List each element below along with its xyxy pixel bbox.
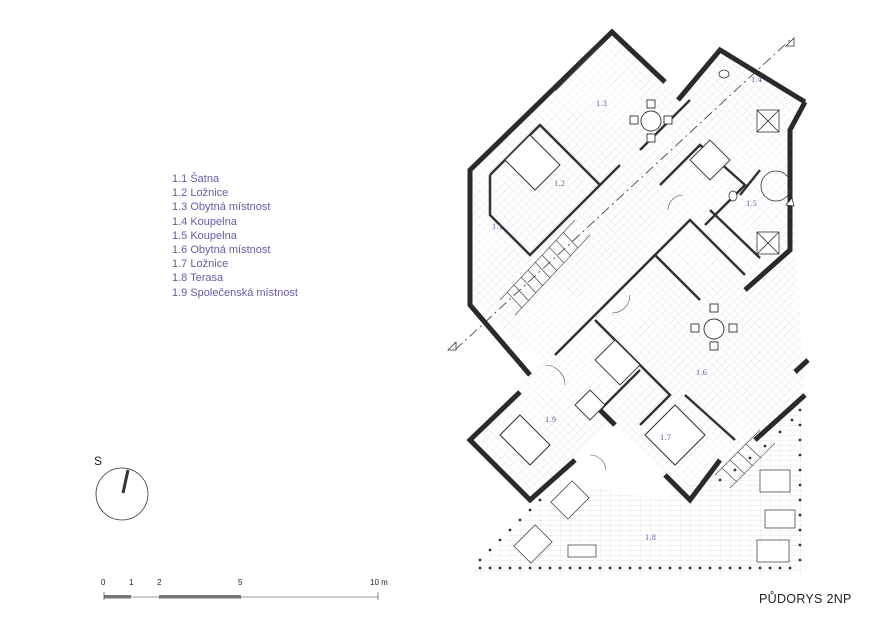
room-tag: 1.7 [660,434,671,442]
scale-label: 5 [238,578,243,587]
section-cut-line [454,39,791,351]
scale-label: 2 [157,578,162,587]
drawing-title: PŮDORYS 2NP [759,592,852,606]
room-tag: 1.5 [746,200,757,208]
scale-label: 0 [101,578,106,587]
legend-item: 1.1 Šatna [172,173,220,185]
room-tag: 1.8 [645,534,656,542]
legend-item: 1.6 Obytná místnost [172,244,271,257]
scale-bar [103,592,379,600]
north-label: S [94,454,103,468]
legend-item: 1.7 Ložnice [172,258,229,271]
door-swings [544,194,684,471]
exterior-walls [466,28,810,504]
sofa-icon [574,139,731,421]
room-tag: 1.3 [596,100,607,108]
room-tags: 1.1 1.2 1.3 1.4 1.5 1.6 1.7 1.8 1.9 [492,76,763,542]
legend-item: 1.9 Společenská místnost [172,286,298,299]
legend-item: 1.4 Koupelna [172,215,237,228]
room-tag: 1.4 [751,76,763,84]
staircase [499,219,776,489]
terrace-furniture [513,469,796,564]
legend-item: 1.3 Obytná místnost [172,201,271,214]
table-icon [629,99,738,351]
room-tag: 1.2 [554,180,565,188]
bed-icon [499,134,706,466]
building-floor [470,32,805,500]
scale-label: 10 m [370,578,388,587]
room-tag: 1.9 [545,416,556,424]
room-legend: 1.1 Šatna 1.2 Ložnice 1.3 Obytná místnos… [172,172,298,300]
section-marker-icon [447,37,795,351]
legend-item: 1.2 Ložnice [172,187,229,200]
north-arrow-icon [95,467,149,521]
bathroom-fixtures [718,69,792,255]
room-tag: 1.6 [696,369,708,377]
legend-item: 1.5 Koupelna [172,229,237,242]
room-tag: 1.1 [492,223,503,231]
scale-label: 1 [129,578,134,587]
legend-item: 1.8 Terasa [172,272,224,285]
terrace-railing [478,408,802,570]
